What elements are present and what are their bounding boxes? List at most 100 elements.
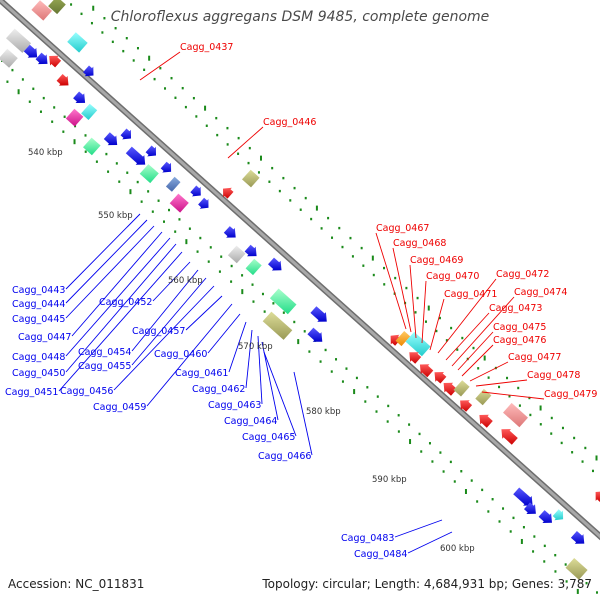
gene-label: Cagg_0459 [93,402,146,413]
tick-mark [196,250,199,253]
gene-box [0,48,18,68]
gene-box [83,137,101,156]
gene-arrow [570,531,585,544]
scale-label: 600 kbp [440,544,475,554]
gene-box [81,103,98,120]
gene-label: Cagg_0455 [78,361,131,372]
gene-label: Cagg_0470 [426,271,479,282]
tick-mark [257,171,260,174]
tick-mark [252,300,255,303]
tick-mark [174,230,177,233]
tick-mark [241,274,244,277]
leader-line [461,344,494,377]
leader-line [152,261,191,302]
gene-arrow [513,487,533,506]
tick-mark [470,479,473,482]
tick-mark [331,236,334,239]
tick-mark [174,96,177,99]
tick-mark [445,339,448,342]
gene-arrow [120,128,131,140]
tick-mark [560,441,563,445]
tick-mark [483,355,486,361]
leader-line [71,231,163,337]
gene-label: Cagg_0452 [99,297,152,308]
leader-line [429,298,445,351]
gene-label: Cagg_0469 [410,255,463,266]
leader-line [394,519,443,538]
gene-arrow [103,132,118,146]
tick-mark [140,200,143,203]
gene-label: Cagg_0468 [393,238,446,249]
tick-mark [204,105,207,111]
gene-arrow [145,145,156,157]
tick-mark [207,260,210,263]
gene-label: Cagg_0445 [12,314,65,325]
gene-box [165,176,181,192]
tick-mark [118,180,121,183]
tick-mark [539,423,542,426]
leader-line [131,269,199,352]
tick-mark [439,451,442,454]
tick-mark [237,152,240,155]
tick-mark [584,446,587,450]
gene-label: Cagg_0447 [18,332,71,343]
tick-mark [132,59,135,62]
tick-mark [550,416,553,420]
gene-arrow [190,185,201,197]
tick-mark [595,591,598,594]
tick-mark [293,320,296,324]
tick-mark [543,560,546,563]
tick-mark [136,46,139,50]
tick-mark [268,180,271,183]
tick-mark [565,580,568,583]
tick-mark [487,510,490,513]
gene-box [227,245,246,264]
tick-mark [261,292,264,296]
gene-label: Cagg_0437 [180,42,233,53]
gene-box [395,331,411,347]
tick-mark [95,160,98,163]
tick-mark [185,239,188,245]
tick-mark [345,367,348,370]
tick-mark [248,146,251,150]
gene-label: Cagg_0446 [263,117,316,128]
tick-mark [216,133,219,137]
tick-mark [195,115,198,118]
leader-line [421,280,427,344]
tick-mark [360,246,363,250]
tick-mark [32,87,35,90]
gene-box [262,311,293,340]
tick-mark [487,376,490,379]
tick-mark [188,227,191,230]
tick-mark [554,553,557,557]
gene-arrow [223,187,234,199]
tick-mark [259,155,262,161]
tick-mark [73,139,76,145]
accession-text: Accession: NC_011831 [8,577,145,591]
leader-line [437,278,497,354]
leader-line [146,303,233,407]
tick-mark [362,264,365,267]
tick-mark [520,538,523,544]
scale-label: 540 kbp [28,148,63,158]
gene-label: Cagg_0483 [341,533,394,544]
tick-mark [53,106,56,109]
tick-mark [522,526,525,529]
tick-mark [481,488,484,492]
tick-mark [414,311,417,314]
leader-line [65,237,171,357]
tick-mark [509,530,512,533]
tick-mark [338,226,341,230]
gene-label: Cagg_0457 [132,326,185,337]
tick-mark [282,176,285,180]
tick-mark [491,498,494,501]
gene-arrow [460,400,473,412]
tick-mark [409,439,412,445]
tick-mark [438,316,441,320]
gene-label: Cagg_0462 [192,384,245,395]
tick-mark [324,348,327,352]
scale-label: 580 kbp [306,407,341,417]
tick-mark [576,588,579,594]
tick-mark [532,550,535,553]
